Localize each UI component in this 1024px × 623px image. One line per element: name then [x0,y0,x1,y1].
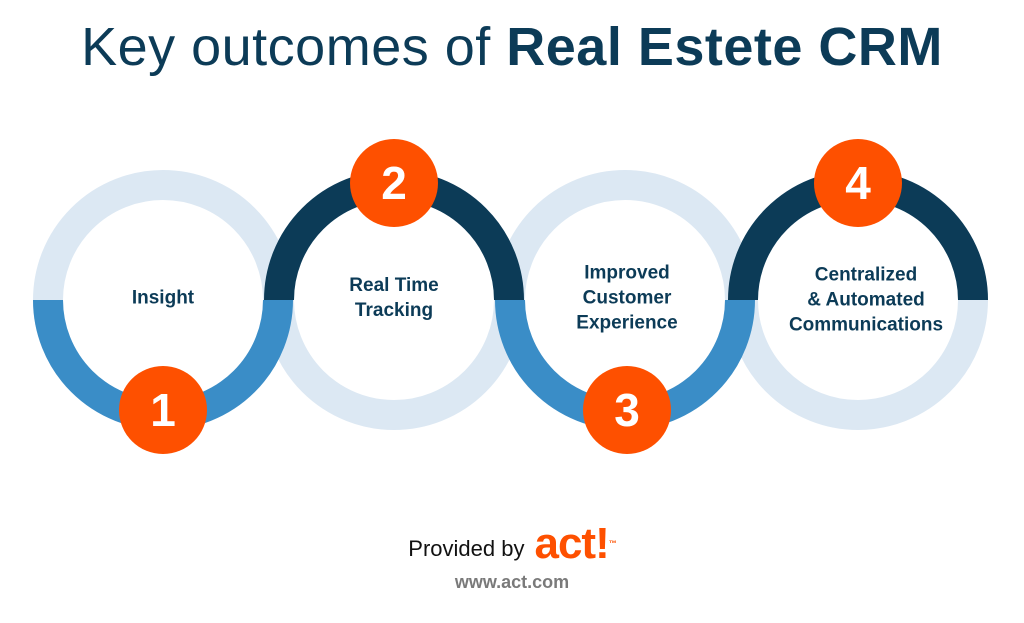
brand-name: act! [534,519,609,568]
footer: Provided by act!™ [0,522,1024,566]
page-title: Key outcomes of Real Estete CRM [0,16,1024,78]
step-2-badge: 2 [350,139,438,227]
step-2-label: Real Time Tracking [349,275,439,321]
step-4-badge: 4 [814,139,902,227]
title-emphasis: Real Estete CRM [506,17,943,77]
provided-by-text: Provided by [408,536,525,561]
step-1-badge: 1 [119,366,207,454]
step-3-label: Improved Customer Experience [576,262,678,334]
step-4-label: Centralized & Automated Communications [788,264,944,336]
step-3-badge: 3 [583,366,671,454]
trademark-mark: ™ [608,539,617,548]
step-1-label: Insight [131,287,195,309]
website-url: www.act.com [454,572,570,592]
act-logo: act!™ [534,519,617,568]
title-prefix: Key outcomes of [81,17,507,77]
